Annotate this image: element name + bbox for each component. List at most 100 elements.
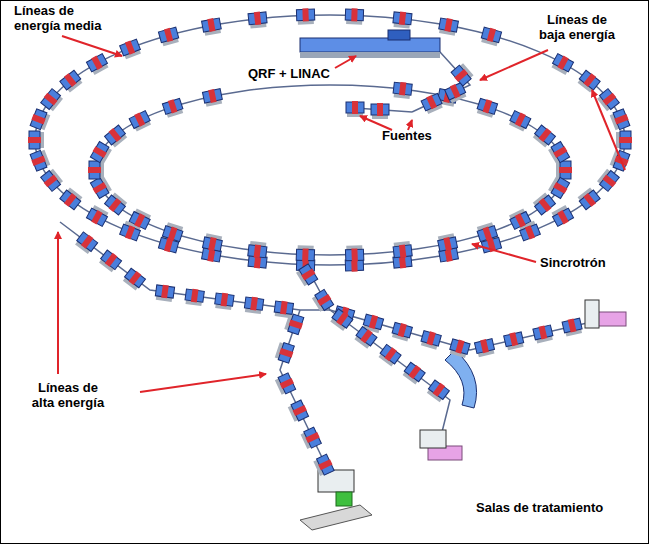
magnet — [90, 141, 113, 165]
magnet — [548, 141, 571, 165]
magnet — [74, 231, 98, 255]
magnet — [421, 92, 444, 114]
leader-arrow — [592, 90, 625, 170]
high-energy-line — [330, 310, 450, 440]
magnet — [393, 81, 413, 99]
patient-couch — [300, 505, 372, 530]
section-label: QRF + LINAC — [248, 66, 358, 81]
magnet — [129, 208, 152, 230]
magnet — [562, 317, 583, 337]
magnet — [551, 205, 574, 228]
magnet — [248, 11, 268, 29]
magnet — [402, 361, 426, 385]
magnet — [548, 175, 571, 199]
leader-arrow — [335, 56, 356, 68]
magnet — [450, 63, 474, 87]
magnet — [392, 11, 412, 29]
magnet — [274, 372, 296, 395]
magnet — [300, 427, 322, 450]
magnet — [508, 110, 531, 132]
magnet — [155, 284, 175, 302]
magnet — [393, 241, 413, 259]
magnet — [577, 187, 601, 211]
magnet — [244, 296, 264, 314]
magnet — [480, 26, 502, 46]
magnet — [214, 292, 234, 310]
linac-tank — [300, 38, 440, 52]
leader-arrow — [62, 36, 122, 56]
leader-arrow — [57, 232, 59, 374]
magnet — [296, 245, 315, 262]
nozzle — [336, 492, 352, 506]
section-label: Fuentes — [382, 128, 452, 143]
magnet — [88, 161, 104, 179]
magnet — [313, 454, 335, 477]
leader-arrows — [58, 36, 625, 392]
magnet — [248, 241, 268, 259]
magnet — [274, 341, 295, 363]
bending-magnet — [445, 350, 477, 408]
magnet — [162, 222, 184, 243]
magnet — [86, 53, 109, 76]
magnet — [616, 131, 632, 149]
magnet — [532, 124, 556, 148]
magnet — [158, 26, 180, 46]
magnet — [533, 324, 554, 344]
section-label: Líneas de alta energía — [28, 380, 108, 410]
magnet — [29, 108, 50, 131]
magnet — [122, 267, 146, 291]
section-label: Líneas de baja energía — [534, 12, 620, 42]
magnet — [104, 192, 128, 216]
magnet — [162, 97, 184, 118]
magnet — [129, 110, 152, 132]
leader-arrow — [140, 374, 266, 392]
magnet — [438, 17, 459, 36]
nozzle — [585, 300, 599, 328]
magnet — [119, 38, 142, 59]
magnet — [420, 330, 442, 350]
magnet — [551, 53, 574, 76]
leader-arrow — [360, 116, 392, 130]
high-energy-line — [280, 310, 340, 495]
section-label: Salas de tratamiento — [476, 500, 636, 515]
medium-energy-ring — [35, 15, 625, 265]
treatment-rooms — [300, 300, 626, 530]
magnet — [184, 288, 204, 306]
magnet — [346, 101, 364, 117]
magnet — [330, 308, 354, 332]
magnet — [345, 245, 364, 262]
magnet — [295, 263, 318, 287]
magnet — [391, 321, 413, 341]
magnet — [201, 17, 222, 36]
magnet — [345, 8, 364, 25]
magnet — [371, 103, 389, 119]
magnet — [532, 192, 556, 216]
nozzle — [420, 430, 446, 448]
magnet — [202, 88, 223, 107]
magnet — [556, 161, 572, 179]
magnet — [476, 222, 498, 243]
section-label: Sincrotrón — [540, 255, 630, 270]
qrf-block — [388, 30, 410, 40]
magnet — [449, 338, 471, 358]
magnet — [426, 379, 450, 403]
magnet — [104, 124, 128, 148]
magnet — [86, 205, 109, 228]
magnets — [28, 8, 632, 477]
leader-arrow — [480, 50, 548, 80]
magnet — [577, 69, 601, 93]
magnet — [437, 233, 458, 252]
magnet — [40, 168, 64, 192]
leader-arrow — [472, 244, 536, 262]
magnet — [609, 108, 630, 131]
magnet — [596, 168, 620, 192]
magnet — [354, 326, 378, 350]
synchrotron-ring — [95, 85, 565, 255]
magnet — [474, 338, 495, 358]
magnet — [476, 97, 498, 118]
magnet — [503, 331, 524, 351]
patient-couch — [596, 312, 626, 326]
beam-pipes — [35, 15, 625, 495]
